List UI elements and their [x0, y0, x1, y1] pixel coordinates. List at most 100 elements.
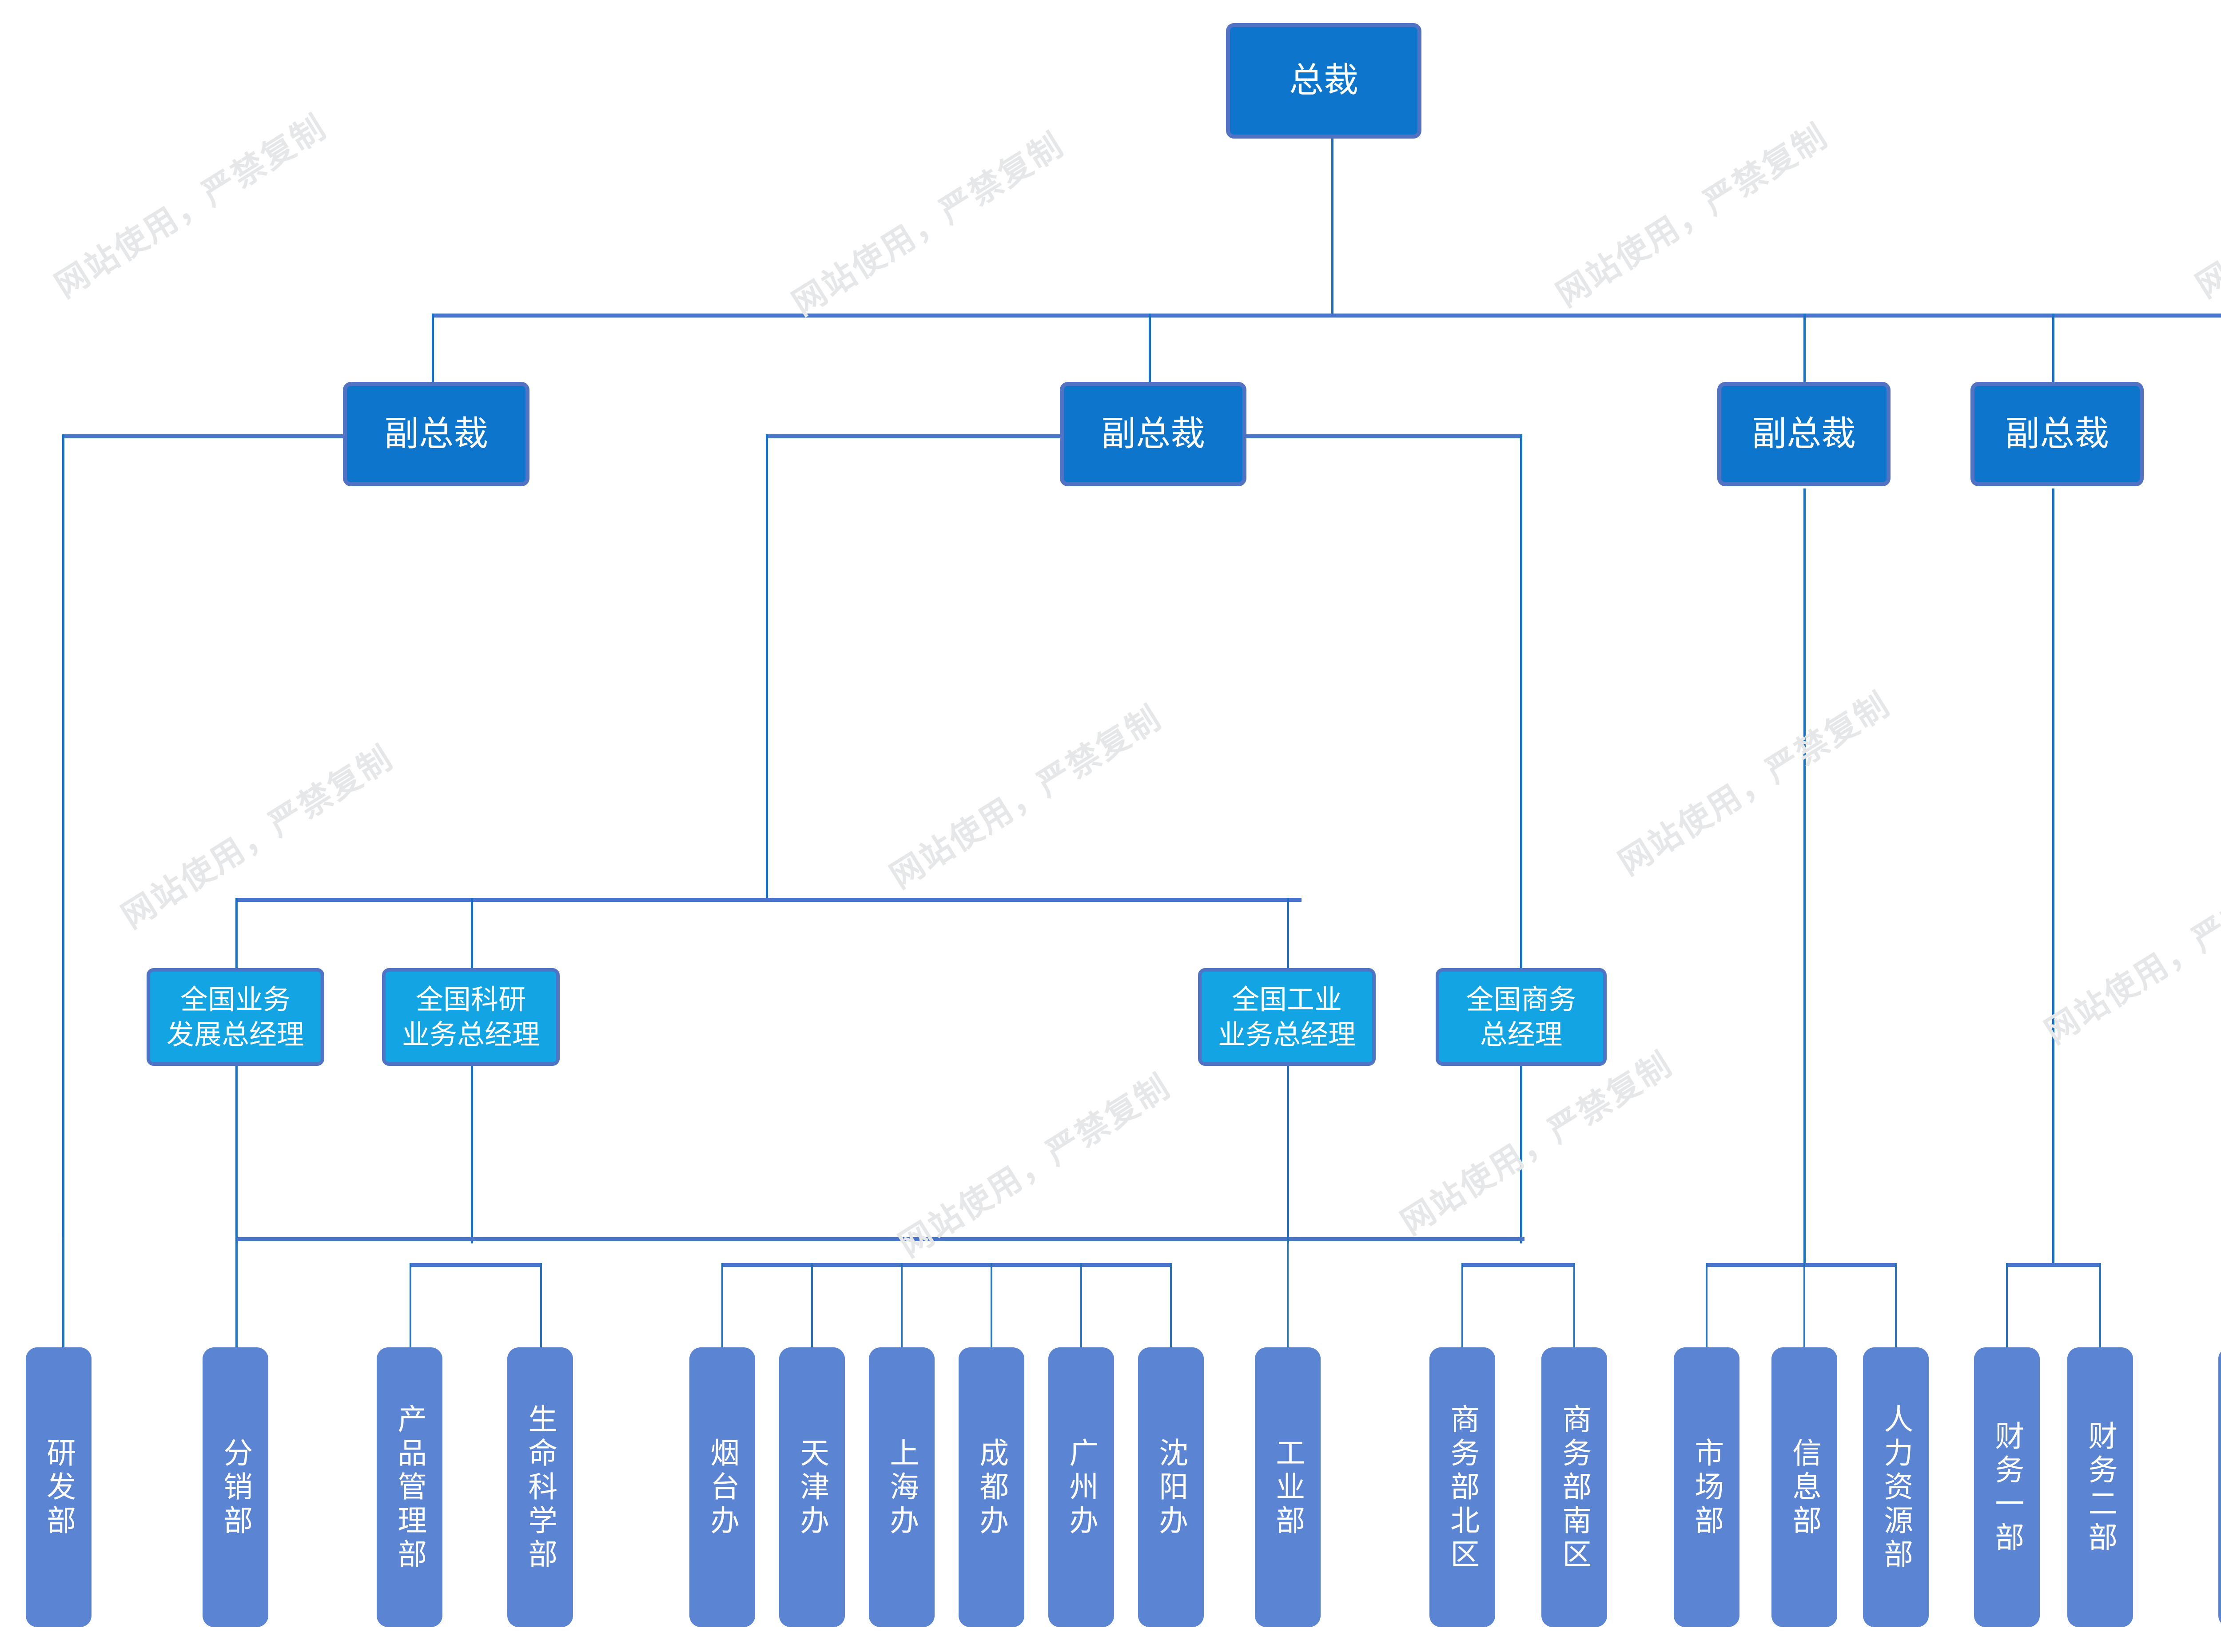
connector-vp4-drop [2052, 314, 2054, 382]
connector-vp4-sub-bus [2006, 1263, 2101, 1267]
node-label: 沈阳办 [1154, 1438, 1189, 1539]
node-label-line1: 全国工业 [1231, 983, 1342, 1016]
dept-information[interactable]: 信息部 [1771, 1347, 1837, 1627]
node-label: 产品管理部 [393, 1404, 427, 1573]
node-label: 商务部南区 [1557, 1404, 1592, 1573]
connector-gm2-tail [471, 1066, 473, 1243]
dept-marketing[interactable]: 市场部 [1674, 1347, 1739, 1627]
connector-d18-drop [2099, 1263, 2101, 1347]
dept-rd[interactable]: 研发部 [26, 1347, 92, 1627]
connector-d08-drop [991, 1263, 992, 1347]
connector-gm4-drop [1520, 898, 1522, 969]
dept-distribution[interactable]: 分销部 [203, 1347, 268, 1627]
connector-vp2-right-spine [1520, 434, 1522, 1239]
dept-general-office[interactable]: 办公室 [2218, 1347, 2221, 1627]
connector-d03-drop [410, 1263, 411, 1347]
office-shenyang[interactable]: 沈阳办 [1138, 1347, 1204, 1627]
connector-d09-drop [1080, 1263, 1082, 1347]
node-label: 上海办 [885, 1438, 919, 1539]
node-label: 副总裁 [1751, 413, 1856, 454]
connector-vp4-tail [2052, 488, 2054, 1263]
connector-gm4-tail [1520, 1066, 1522, 1243]
connector-vp3-tail [1803, 488, 1806, 1263]
node-label: 天津办 [795, 1438, 830, 1539]
node-vice-president-2[interactable]: 副总裁 [1060, 382, 1246, 486]
connector-vp3-drop [1803, 314, 1806, 382]
dept-commerce-south[interactable]: 商务部南区 [1541, 1347, 1607, 1627]
connector-gm-bus [235, 898, 1302, 902]
connector-gm2-sub-bus [410, 1263, 542, 1267]
node-label: 生命科学部 [523, 1404, 558, 1573]
connector-vp3-sub-bus [1706, 1263, 1897, 1267]
connector-d07-drop [901, 1263, 903, 1347]
office-tianjin[interactable]: 天津办 [779, 1347, 845, 1627]
connector-vp1-bus [62, 434, 434, 438]
node-vice-president-3[interactable]: 副总裁 [1717, 382, 1891, 486]
node-label-line2: 发展总经理 [166, 1018, 304, 1051]
node-label: 工业部 [1271, 1438, 1306, 1539]
node-label-line1: 全国商务 [1466, 983, 1576, 1016]
node-label-line2: 总经理 [1480, 1018, 1563, 1051]
node-vice-president-4[interactable]: 副总裁 [1970, 382, 2144, 486]
node-label: 副总裁 [2005, 413, 2109, 454]
node-label: 副总裁 [384, 413, 488, 454]
connector-gm2-drop [471, 898, 473, 969]
connector-vp2-drop [1149, 314, 1151, 382]
connector-vp2-left-spine [766, 434, 768, 900]
node-label: 人力资源部 [1879, 1404, 1914, 1573]
node-president[interactable]: 总裁 [1226, 23, 1421, 139]
connector-gm1-tail [235, 1066, 238, 1348]
connector-d04-drop [540, 1263, 542, 1347]
dept-product-mgmt[interactable]: 产品管理部 [377, 1347, 442, 1627]
node-label: 广州办 [1064, 1438, 1099, 1539]
connector-root-stem [1331, 138, 1333, 315]
node-gm-national-research[interactable]: 全国科研 业务总经理 [382, 968, 560, 1066]
office-chengdu[interactable]: 成都办 [959, 1347, 1024, 1627]
connector-dept-main-bus [235, 1237, 1524, 1241]
connector-d06-drop [811, 1263, 813, 1347]
node-label: 财务一部 [1990, 1421, 2025, 1556]
node-label-line1: 全国业务 [180, 983, 291, 1016]
node-gm-national-commerce[interactable]: 全国商务 总经理 [1436, 968, 1607, 1066]
node-gm-national-business-development[interactable]: 全国业务 发展总经理 [147, 968, 324, 1066]
node-label: 市场部 [1690, 1438, 1724, 1539]
node-label: 成都办 [975, 1438, 1009, 1539]
office-guangzhou[interactable]: 广州办 [1048, 1347, 1114, 1627]
connector-top-bus [432, 314, 2221, 318]
connector-d11-drop [1287, 1237, 1289, 1347]
node-label-line2: 业务总经理 [1218, 1018, 1356, 1051]
connector-d17-drop [2006, 1263, 2008, 1347]
node-label: 副总裁 [1101, 413, 1205, 454]
connector-d10-drop [1170, 1263, 1172, 1347]
connector-d14-drop [1706, 1263, 1708, 1347]
dept-human-resources[interactable]: 人力资源部 [1863, 1347, 1929, 1627]
dept-finance-1[interactable]: 财务一部 [1974, 1347, 2040, 1627]
node-label: 烟台办 [705, 1438, 740, 1539]
connector-gm3-drop [1287, 898, 1289, 969]
connector-d16-drop [1895, 1263, 1897, 1347]
node-label: 分销部 [219, 1438, 253, 1539]
node-label: 财务二部 [2083, 1421, 2118, 1556]
office-yantai[interactable]: 烟台办 [689, 1347, 755, 1627]
node-label: 总裁 [1289, 60, 1358, 101]
connector-d15-drop [1803, 1263, 1805, 1347]
node-vice-president-1[interactable]: 副总裁 [343, 382, 529, 486]
connector-gm3-tail [1287, 1066, 1289, 1243]
node-label: 研发部 [42, 1438, 76, 1539]
dept-industrial[interactable]: 工业部 [1255, 1347, 1321, 1627]
connector-vp1-left-spine [62, 434, 64, 1348]
connector-d01-drop [62, 1237, 64, 1347]
dept-finance-2[interactable]: 财务二部 [2067, 1347, 2133, 1627]
connector-d05-drop [721, 1263, 723, 1347]
node-gm-national-industrial[interactable]: 全国工业 业务总经理 [1198, 968, 1376, 1066]
connector-gm1-drop [235, 898, 238, 969]
connector-gm4-sub-bus [1461, 1263, 1575, 1267]
dept-life-science[interactable]: 生命科学部 [507, 1347, 573, 1627]
dept-commerce-north[interactable]: 商务部北区 [1429, 1347, 1495, 1627]
office-shanghai[interactable]: 上海办 [869, 1347, 935, 1627]
connector-vp1-drop [432, 314, 434, 382]
connector-gm3-sub-bus [721, 1263, 1172, 1267]
